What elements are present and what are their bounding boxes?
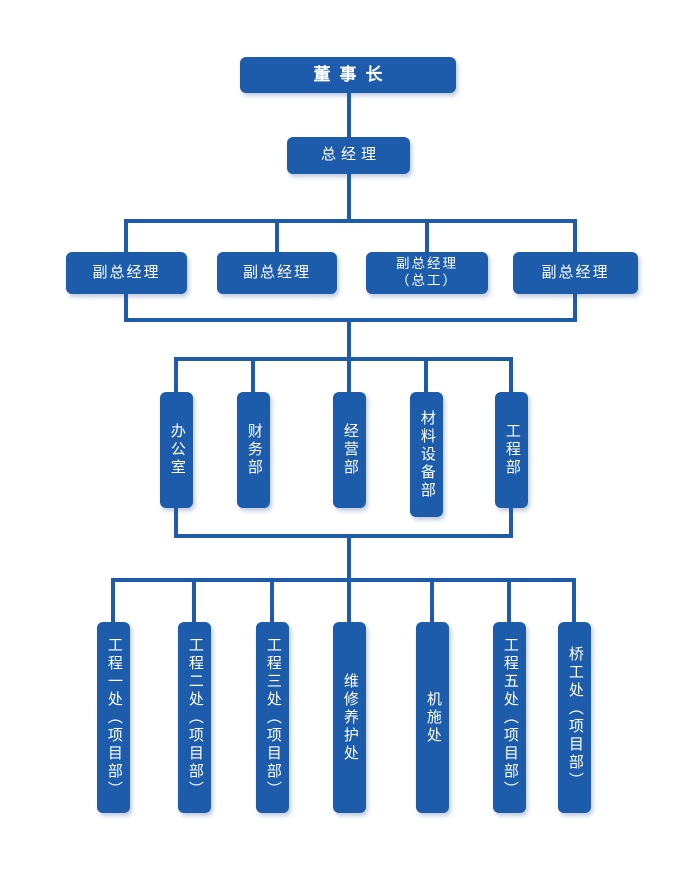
connector-line [174,534,513,538]
connector-line [111,578,576,582]
node-eng-division-1: 工程一处（项目部） [97,622,130,813]
node-engineering-dept: 工程部 [495,392,528,508]
connector-line [507,582,511,622]
node-materials-equipment-dept: 材料设备部 [410,392,443,517]
node-bridge-division: 桥工处（项目部） [558,622,591,813]
connector-line [275,223,279,252]
connector-line [347,174,351,219]
connector-line [430,582,434,622]
connector-line [347,361,351,392]
node-office: 办公室 [160,392,193,508]
connector-line [509,361,513,392]
node-deputy-gm-1: 副总经理 [66,252,187,294]
node-deputy-gm-chief-engineer: 副总经理 （总工） [366,252,488,294]
node-chairman: 董事长 [240,57,456,93]
node-deputy-gm-4: 副总经理 [513,252,638,294]
connector-line [347,582,351,622]
connector-line [347,538,351,578]
connector-line [573,294,577,318]
connector-line [572,582,576,622]
node-eng-division-3: 工程三处（项目部） [256,622,289,813]
connector-line [192,582,196,622]
connector-line [347,322,351,357]
node-operations-dept: 经营部 [333,392,366,508]
node-deputy-gm-2: 副总经理 [217,252,337,294]
connector-line [174,361,178,392]
node-eng-division-5: 工程五处（项目部） [493,622,526,813]
connector-line [251,361,255,392]
connector-line [573,223,577,252]
connector-line [509,508,513,534]
connector-line [124,223,128,252]
connector-line [124,318,577,322]
node-finance-dept: 财务部 [237,392,270,508]
connector-line [425,223,429,252]
connector-line [111,582,115,622]
node-machinery-division: 机施处 [416,622,449,813]
connector-line [270,582,274,622]
connector-line [347,93,351,137]
connector-line [124,219,577,223]
node-maintenance-division: 维修养护处 [333,622,366,813]
connector-line [174,357,513,361]
node-general-manager: 总经理 [287,137,410,174]
connector-line [124,294,128,318]
connector-line [174,508,178,534]
connector-line [424,361,428,392]
node-eng-division-2: 工程二处（项目部） [178,622,211,813]
